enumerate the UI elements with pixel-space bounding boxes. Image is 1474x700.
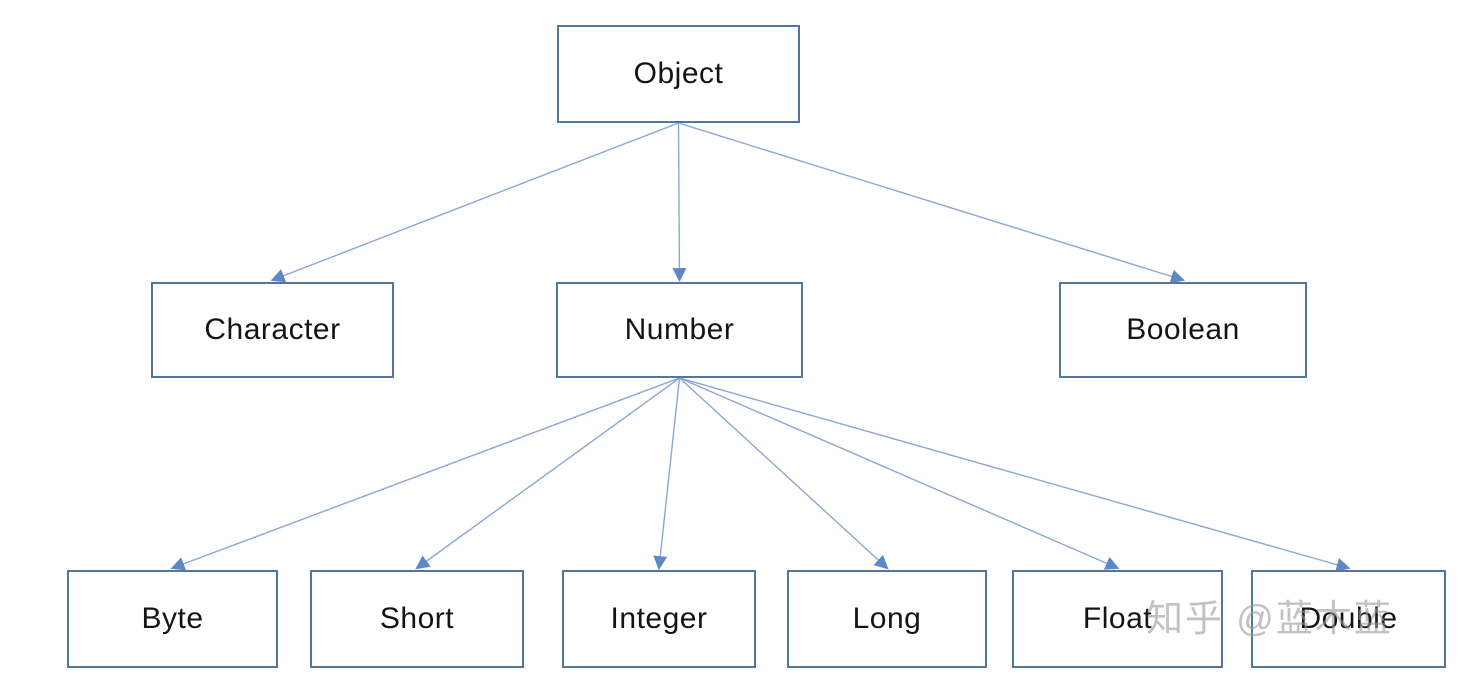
node-boolean: Boolean — [1059, 282, 1307, 378]
node-object-label: Object — [633, 57, 724, 90]
node-short: Short — [310, 570, 524, 668]
node-number: Number — [556, 282, 803, 378]
node-character-label: Character — [204, 313, 341, 346]
node-number-label: Number — [624, 313, 735, 346]
node-integer-label: Integer — [610, 602, 708, 635]
node-float: Float — [1012, 570, 1223, 668]
node-character: Character — [151, 282, 394, 378]
node-byte-label: Byte — [141, 602, 204, 635]
node-integer: Integer — [562, 570, 756, 668]
node-long: Long — [787, 570, 987, 668]
node-short-label: Short — [379, 602, 455, 635]
node-boolean-label: Boolean — [1126, 313, 1240, 346]
node-byte: Byte — [67, 570, 278, 668]
node-double: Double — [1251, 570, 1446, 668]
node-long-label: Long — [852, 602, 922, 635]
node-double-label: Double — [1299, 602, 1398, 635]
node-object: Object — [557, 25, 800, 123]
node-float-label: Float — [1082, 602, 1153, 635]
